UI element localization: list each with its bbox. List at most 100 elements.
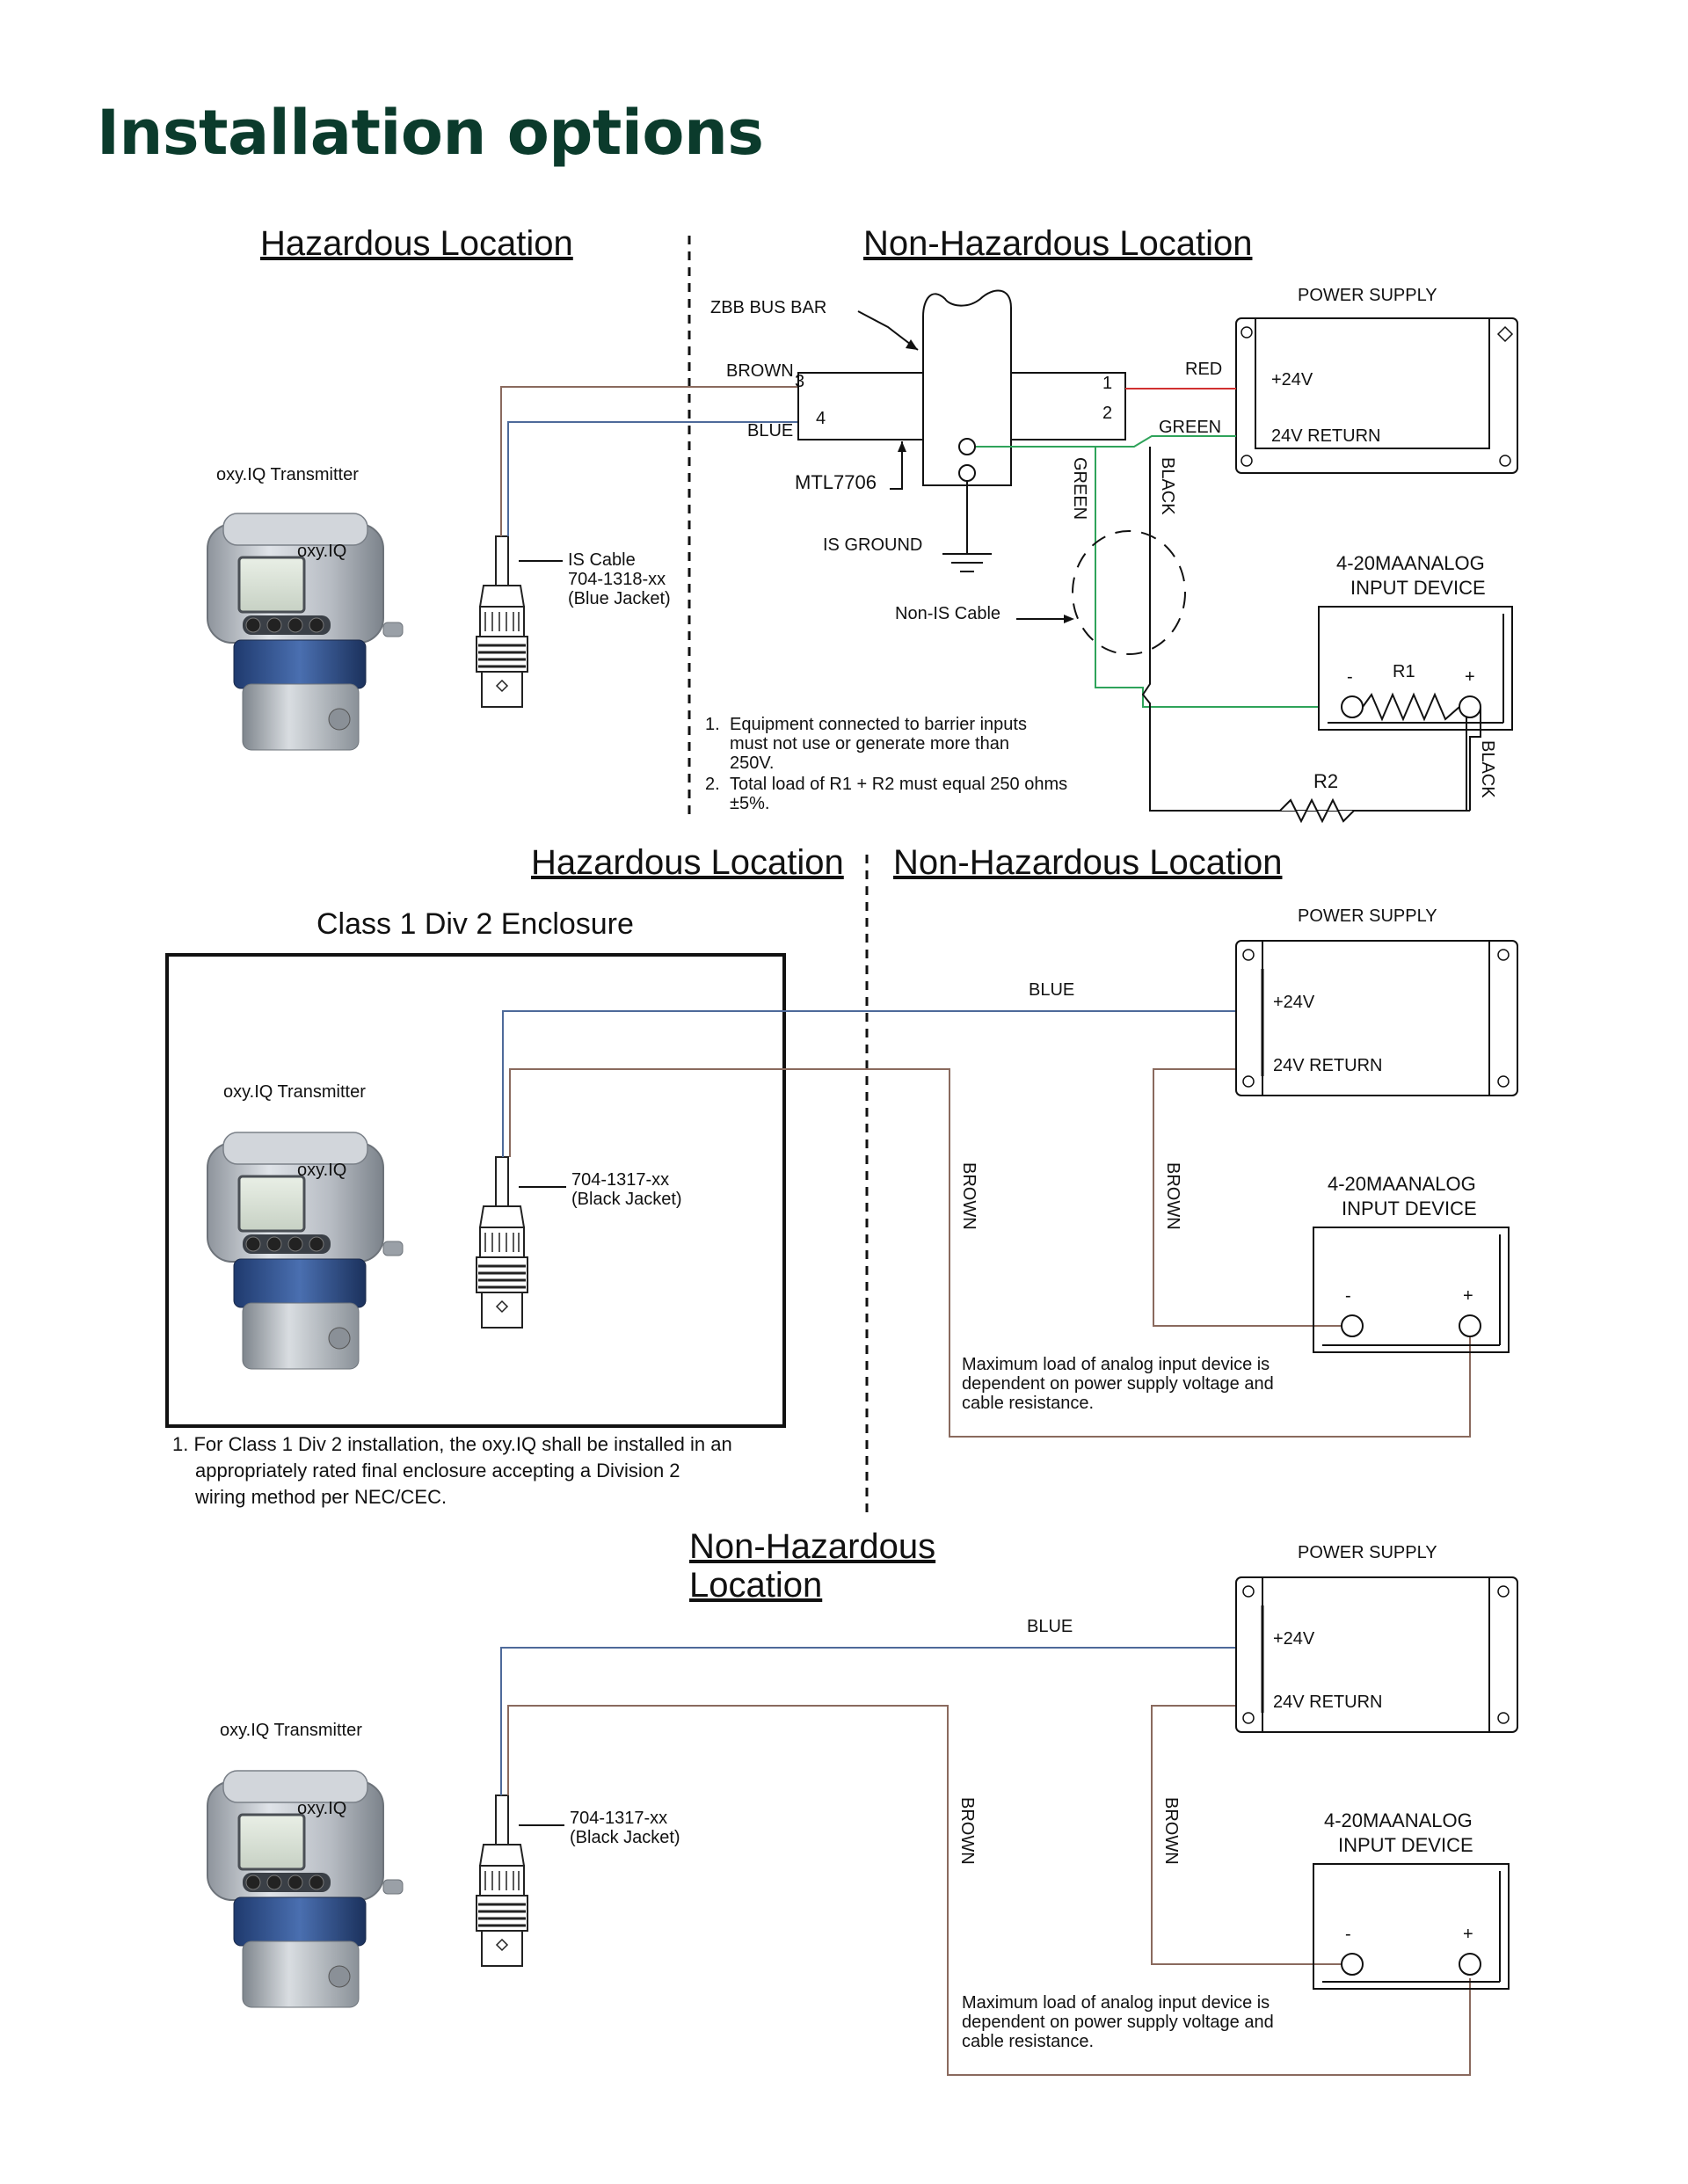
transmitter-label-3: oxy.IQ Transmitter [220,1721,362,1740]
wire-brown-2b [1153,1068,1342,1327]
note1-line2: must not use or generate more than [730,734,1009,753]
barrier-label: MTL7706 [795,471,877,493]
transmitter-label: oxy.IQ Transmitter [216,465,359,484]
section-3: Non-Hazardous Location oxy.IQ Transmitte… [206,1527,1518,2076]
wire-brown [500,386,798,536]
power-supply-label-3: POWER SUPPLY [1298,1543,1437,1562]
r1-label: R1 [1393,662,1415,681]
wire-green [976,435,1236,448]
hazardous-header-2: Hazardous Location [531,843,844,882]
cable-label-3: (Blue Jacket) [568,589,671,608]
nonhazardous-header-3b: Location [689,1566,822,1605]
analog-device-box [1318,606,1513,731]
power-supply-box [1235,317,1518,474]
wire-brown-label-3a: BROWN [957,1797,977,1865]
device-label-3-1: 4-20MAANALOG [1324,1809,1473,1831]
analog-device-box-3 [1313,1863,1510,1990]
max-load-line2: dependent on power supply voltage and [962,1374,1274,1394]
transmitter-brand: oxy.IQ [297,542,346,561]
max-load-line3-3: cable resistance. [962,2032,1094,2051]
device-minus-3: - [1345,1925,1351,1944]
note1-number: 1. [705,715,720,734]
wire-green-vertical-label: GREEN [1070,457,1089,520]
nonis-label: Non-IS Cable [895,604,1000,623]
device-label-1: 4-20MAANALOG [1336,552,1485,574]
wire-green-label: GREEN [1159,418,1221,437]
cable-label-3-1: 704-1317-xx [570,1809,667,1828]
nonhazardous-header-3a: Non-Hazardous [689,1527,935,1566]
ground-label: IS GROUND [823,535,922,555]
footnote-line2: appropriately rated final enclosure acce… [195,1460,680,1481]
wire-green-vertical [1095,447,1319,708]
wire-blue-label-3: BLUE [1027,1617,1073,1636]
wire-brown-label-2a: BROWN [959,1162,979,1230]
ps-return24: 24V RETURN [1271,426,1380,446]
wire-black-right-label: BLACK [1478,740,1497,798]
hazardous-header: Hazardous Location [260,224,573,263]
ps-plus24-3: +24V [1273,1629,1315,1649]
max-load-line3: cable resistance. [962,1394,1094,1413]
ps-plus24: +24V [1271,370,1313,389]
wire-black-vertical-label: BLACK [1158,457,1177,515]
note2-line2: ±5%. [730,794,769,813]
bus-bar-icon [922,289,1012,486]
power-supply-label: POWER SUPPLY [1298,286,1437,305]
wire-brown-label-2b: BROWN [1163,1162,1182,1230]
wire-brown-label-3b: BROWN [1161,1797,1181,1865]
wire-blue [507,421,798,536]
note1-line3: 250V. [730,753,774,773]
device-label-2-1: 4-20MAANALOG [1328,1173,1476,1195]
wire-black-vertical [1141,447,1467,812]
term-3: 3 [795,372,804,391]
enclosure-title: Class 1 Div 2 Enclosure [316,907,634,941]
max-load-line1: Maximum load of analog input device is [962,1355,1270,1374]
section-2: Hazardous Location Non-Hazardous Locatio… [165,843,1518,1512]
r2-label: R2 [1313,770,1338,792]
connector-icon-2 [475,1155,529,1329]
footnote-line3: wiring method per NEC/CEC. [194,1486,447,1508]
resistor-icon [1362,692,1460,722]
wire-blue-2 [502,1010,1262,1157]
note2-number: 2. [705,775,720,794]
non-is-cable-icon [1072,530,1186,655]
wire-brown-label: BROWN [726,361,794,381]
wire-brown-2a [509,1068,1471,1438]
term-4: 4 [816,409,826,428]
wire-brown-3a [507,1705,1471,2076]
ps-plus24-2: +24V [1273,993,1315,1012]
cable-label-1: IS Cable [568,550,636,570]
page-title: Installation options [97,97,764,169]
nonhazardous-header: Non-Hazardous Location [863,224,1252,263]
wire-blue-label-2: BLUE [1029,980,1074,1000]
device-plus-2: + [1463,1286,1473,1306]
wire-brown-3b [1151,1705,1342,1965]
cable-label-2-2: (Black Jacket) [571,1190,682,1209]
device-label-2-2: INPUT DEVICE [1342,1198,1477,1219]
term-2: 2 [1102,404,1112,423]
ps-return24-3: 24V RETURN [1273,1693,1382,1712]
note2-line1: Total load of R1 + R2 must equal 250 ohm… [730,775,1067,794]
transmitter-brand-3: oxy.IQ [297,1799,346,1818]
barrier-left-block [797,372,924,440]
connector-icon-3 [475,1794,529,1968]
busbar-label: ZBB BUS BAR [710,298,826,317]
footnote-line1: 1. For Class 1 Div 2 installation, the o… [172,1433,732,1455]
device-minus-2: - [1345,1286,1351,1306]
transmitter-label-2: oxy.IQ Transmitter [223,1082,366,1102]
max-load-line2-3: dependent on power supply voltage and [962,2013,1274,2032]
analog-device-box-2 [1313,1227,1510,1353]
section-1: Hazardous Location Non-Hazardous Locatio… [206,224,1518,824]
wire-blue-3 [500,1647,1262,1795]
max-load-line1-3: Maximum load of analog input device is [962,1993,1270,2013]
device-plus: + [1465,667,1475,687]
note1-line1: Equipment connected to barrier inputs [730,715,1027,734]
power-supply-label-2: POWER SUPPLY [1298,906,1437,926]
cable-label-3-2: (Black Jacket) [570,1828,680,1847]
wire-red-label: RED [1185,360,1222,379]
connector-icon [475,535,529,709]
device-plus-3: + [1463,1925,1473,1944]
resistor-r2-icon [1150,797,1470,824]
cable-label-2: 704-1318-xx [568,570,666,589]
device-label-2: INPUT DEVICE [1350,577,1486,599]
